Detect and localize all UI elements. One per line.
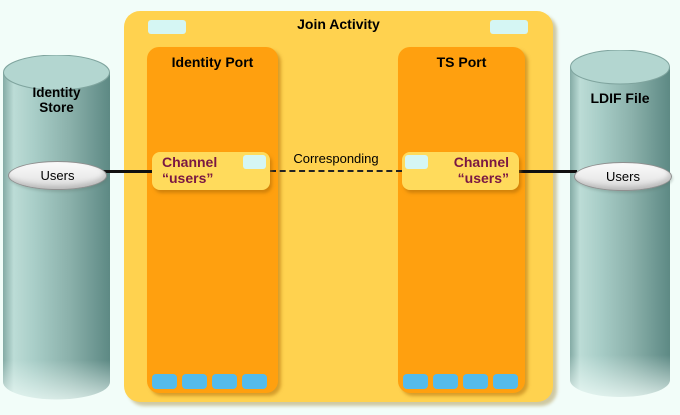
ts-port-title: TS Port: [436, 54, 487, 70]
join-activity-box: Join Activity Identity Port TS Port: [124, 11, 553, 402]
channel-label: Channel “users”: [453, 154, 509, 186]
ts-port-chip-row: [403, 374, 518, 389]
ldif-file-connector-line: [515, 170, 577, 173]
port-connector-chip: [493, 374, 518, 389]
port-connector-chip: [152, 374, 177, 389]
ldif-file-label: LDIF File: [590, 90, 650, 106]
identity-port-channel: Channel “users”: [152, 152, 270, 190]
identity-port-chip-row: [152, 374, 267, 389]
port-connector-chip: [433, 374, 458, 389]
users-node-label: Users: [606, 169, 640, 184]
cylinder-shape: [3, 54, 110, 415]
identity-store-label: Identity Store: [32, 85, 81, 115]
users-node-label: Users: [40, 168, 75, 183]
corresponding-dashed-line: [270, 170, 402, 172]
port-connector-chip: [403, 374, 428, 389]
identity-port-title: Identity Port: [171, 54, 254, 70]
ldif-file-users-node: Users: [574, 162, 672, 191]
activity-connector-chip-left: [148, 20, 186, 34]
port-connector-chip: [463, 374, 488, 389]
ldif-file-cylinder: LDIF File: [570, 49, 670, 410]
port-connector-chip: [242, 374, 267, 389]
port-connector-chip: [182, 374, 207, 389]
identity-store-connector-line: [100, 170, 158, 173]
channel-label: Channel “users”: [162, 154, 218, 186]
activity-connector-chip-right: [490, 20, 528, 34]
identity-store-cylinder: Identity Store: [3, 54, 110, 415]
channel-connector-chip: [243, 155, 266, 169]
identity-port-box: Identity Port: [147, 47, 278, 393]
channel-connector-chip: [405, 155, 428, 169]
port-connector-chip: [212, 374, 237, 389]
ts-port-channel: Channel “users”: [402, 152, 519, 190]
corresponding-label: Corresponding: [293, 151, 379, 166]
cylinder-shape: [570, 49, 670, 410]
ts-port-box: TS Port: [398, 47, 525, 393]
join-activity-title: Join Activity: [297, 16, 380, 32]
identity-store-users-node: Users: [8, 161, 107, 190]
